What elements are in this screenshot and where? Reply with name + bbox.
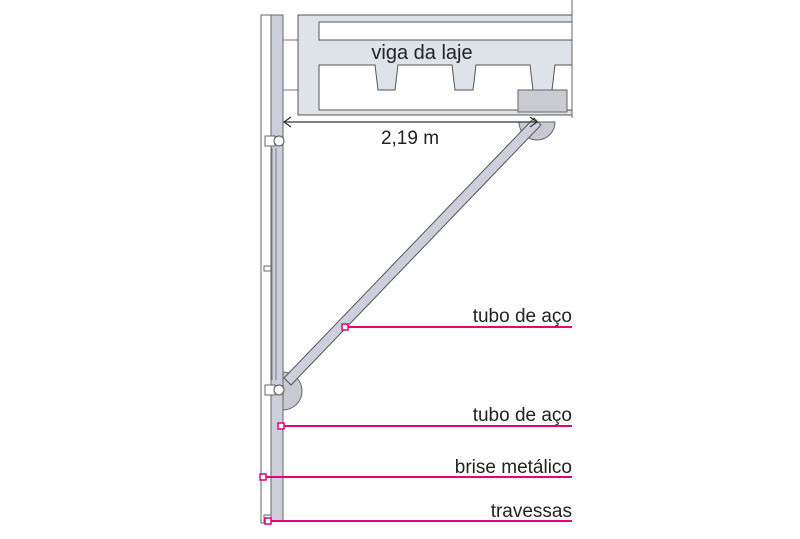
beam-label: viga da laje (371, 42, 472, 64)
dimension-label: 2,19 m (381, 128, 439, 149)
joint-circle (273, 135, 285, 147)
arrowhead-icon (529, 116, 539, 128)
anchor-block (517, 89, 568, 113)
callout-brise: brise metálico (259, 457, 572, 481)
callout-label: travessas (491, 501, 572, 522)
steel-tube (283, 117, 542, 386)
joint-circle (273, 384, 285, 396)
slab-beam (297, 14, 573, 116)
callout-crossbars: travessas (264, 501, 572, 525)
crossbar-mid (263, 265, 272, 272)
callout-tube-2: tubo de aço (277, 405, 572, 430)
callout-label: tubo de aço (473, 405, 572, 426)
arrowhead-icon (282, 116, 292, 128)
callout-tube-1: tubo de aço (341, 306, 572, 331)
callout-label: tubo de aço (473, 306, 572, 327)
brise-post (270, 14, 284, 522)
callout-label: brise metálico (455, 457, 572, 478)
